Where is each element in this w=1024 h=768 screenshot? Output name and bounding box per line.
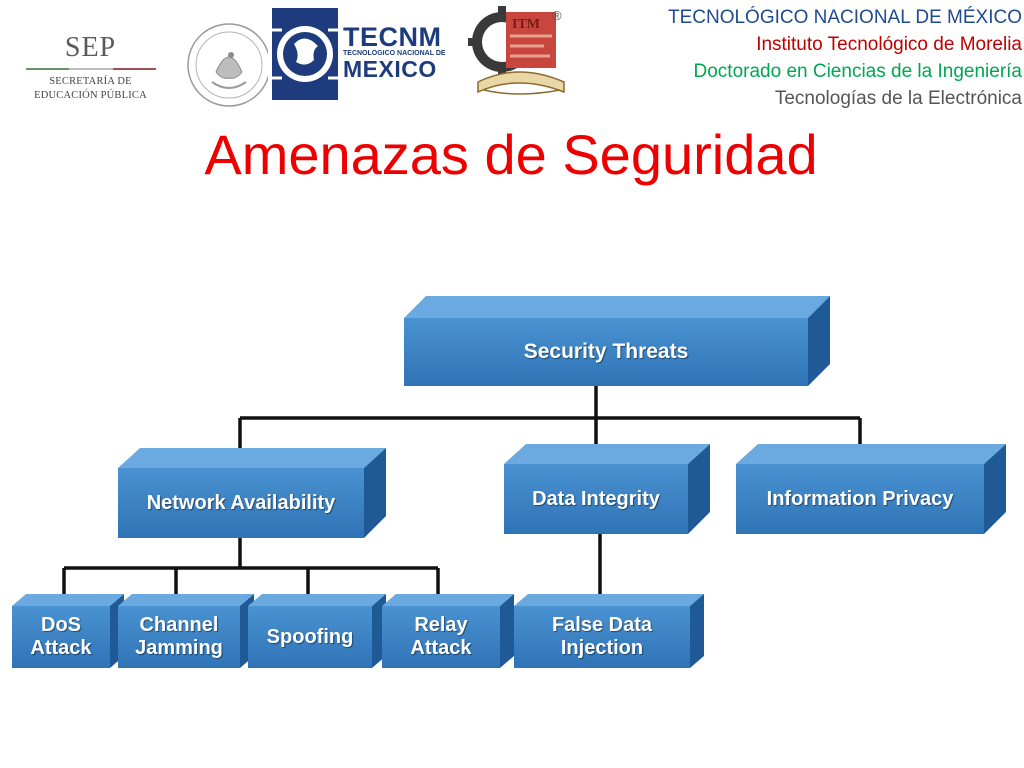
node-network-availability <box>118 448 386 538</box>
label-fdi-line1: False Data <box>551 614 653 636</box>
sep-logo: SEP SECRETARÍA DE EDUCACIÓN PÚBLICA <box>8 4 173 112</box>
institution-line4: Tecnologías de la Electrónica <box>774 88 1022 109</box>
institution-line2: Instituto Tecnológico de Morelia <box>756 34 1022 55</box>
svg-text:ITM: ITM <box>512 17 540 32</box>
label-jamming-line1: Channel <box>139 614 219 636</box>
node-information-privacy <box>736 444 1006 534</box>
node-channel-jamming <box>118 594 254 668</box>
tecnm-mexico-wordmark: MEXICO <box>343 56 437 82</box>
institution-line1: TECNOLÓGICO NACIONAL DE MÉXICO <box>667 7 1022 28</box>
label-dos-attack: DoS Attack <box>12 606 110 668</box>
label-dos-line2: Attack <box>30 637 92 659</box>
label-dos-line1: DoS <box>41 614 81 636</box>
label-relay-line2: Attack <box>410 637 472 659</box>
tecnm-wordmark: TECNM <box>343 22 442 52</box>
institution-block: TECNOLÓGICO NACIONAL DE MÉXICO Instituto… <box>668 4 1022 112</box>
sep-line2: EDUCACIÓN PÚBLICA <box>34 90 147 101</box>
tecnm-logo <box>268 0 453 104</box>
label-relay-attack: Relay Attack <box>382 606 500 668</box>
tecnm-subtitle: TECNOLOGICO NACIONAL DE <box>343 50 446 57</box>
sep-abbreviation: SEP <box>64 32 117 63</box>
label-spoofing: Spoofing <box>266 625 354 648</box>
label-fdi-line2: Injection <box>560 637 644 659</box>
slide-title: Amenazas de Seguridad <box>0 122 1024 187</box>
institution-line3: Doctorado en Ciencias de la Ingeniería <box>693 61 1022 82</box>
label-data-integrity: Data Integrity <box>532 487 660 510</box>
label-channel-jamming: Channel Jamming <box>118 606 240 668</box>
node-false-data-injection <box>514 594 704 668</box>
registered-mark: ® <box>552 8 562 23</box>
node-dos-attack <box>12 594 124 668</box>
label-network-availability: Network Availability <box>146 491 336 514</box>
label-jamming-line2: Jamming <box>135 637 223 659</box>
label-false-data-injection: False Data Injection <box>514 606 690 668</box>
node-security-threats <box>404 296 830 386</box>
label-relay-line1: Relay <box>414 614 468 636</box>
slide-title-text: Amenazas de Seguridad <box>204 123 818 186</box>
label-security-threats: Security Threats <box>523 339 689 363</box>
itm-logo: ITM <box>468 6 565 95</box>
node-relay-attack <box>382 594 514 668</box>
sep-tricolor-rule <box>26 68 156 70</box>
sep-line1: SECRETARÍA DE <box>49 76 132 87</box>
node-data-integrity <box>504 444 710 534</box>
label-information-privacy: Information Privacy <box>766 487 954 510</box>
